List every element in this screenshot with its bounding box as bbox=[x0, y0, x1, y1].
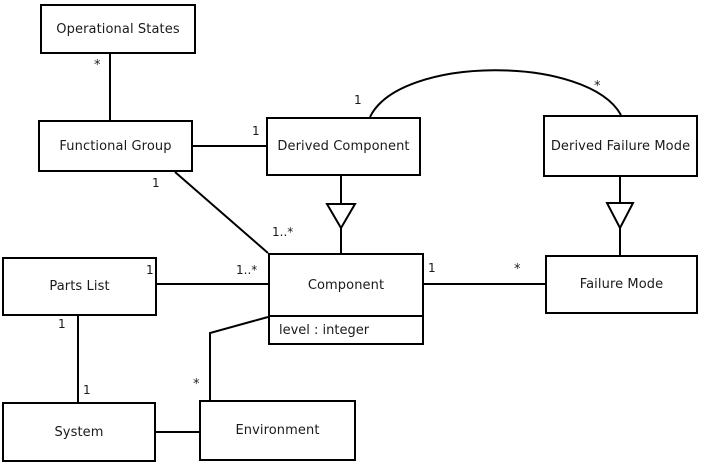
class-name-system: System bbox=[54, 424, 104, 440]
arrow-component-to-derived-component bbox=[325, 203, 357, 230]
multiplicity-label-m-comp-fm: 1 bbox=[428, 261, 436, 275]
multiplicity-label-m-fg-dc: 1 bbox=[252, 124, 260, 138]
edge-env-component bbox=[209, 316, 269, 400]
uml-class-system[interactable]: System bbox=[2, 402, 156, 462]
class-name-component: Component bbox=[307, 277, 385, 293]
class-name-parts-list: Parts List bbox=[49, 279, 110, 294]
class-name-operational-states: Operational States bbox=[56, 21, 180, 37]
edge-fg-component bbox=[174, 171, 269, 254]
edge-dc-dfm-curve bbox=[369, 69, 622, 118]
class-name-environment: Environment bbox=[235, 423, 320, 438]
uml-class-component[interactable]: Component level : integer bbox=[268, 253, 424, 345]
class-name-functional-group: Functional Group bbox=[59, 138, 172, 154]
multiplicity-label-m-comp-pl: 1..* bbox=[236, 263, 258, 277]
class-name-failure-mode: Failure Mode bbox=[579, 277, 664, 292]
uml-class-functional-group[interactable]: Functional Group bbox=[38, 120, 193, 172]
multiplicity-label-m-opstates-fg: * bbox=[94, 58, 101, 73]
class-name-derived-component: Derived Component bbox=[277, 139, 410, 154]
multiplicity-label-m-env-comp: * bbox=[193, 377, 200, 392]
multiplicity-label-m-fg-comp: 1 bbox=[152, 176, 160, 190]
multiplicity-label-m-pl-comp: 1 bbox=[146, 263, 154, 277]
multiplicity-label-m-pl-system: 1 bbox=[58, 317, 66, 331]
arrow-failuremode-to-derived-fm bbox=[605, 202, 635, 231]
uml-class-derived-failure-mode[interactable]: Derived Failure Mode bbox=[543, 115, 698, 177]
class-name-derived-failure-mode: Derived Failure Mode bbox=[550, 138, 691, 154]
uml-class-operational-states[interactable]: Operational States bbox=[40, 4, 196, 54]
multiplicity-label-m-system-pl: 1 bbox=[83, 383, 91, 397]
multiplicity-label-m-comp-fg: 1..* bbox=[272, 225, 294, 239]
multiplicity-label-m-dfm-curve: * bbox=[594, 79, 601, 94]
uml-class-failure-mode[interactable]: Failure Mode bbox=[545, 255, 698, 314]
class-attribute-component-0: level : integer bbox=[270, 315, 422, 343]
multiplicity-label-m-fm-comp: * bbox=[514, 262, 521, 277]
uml-class-environment[interactable]: Environment bbox=[199, 400, 356, 461]
uml-class-derived-component[interactable]: Derived Component bbox=[266, 117, 421, 176]
multiplicity-label-m-dc-curve: 1 bbox=[354, 93, 362, 107]
uml-class-parts-list[interactable]: Parts List bbox=[2, 257, 157, 316]
